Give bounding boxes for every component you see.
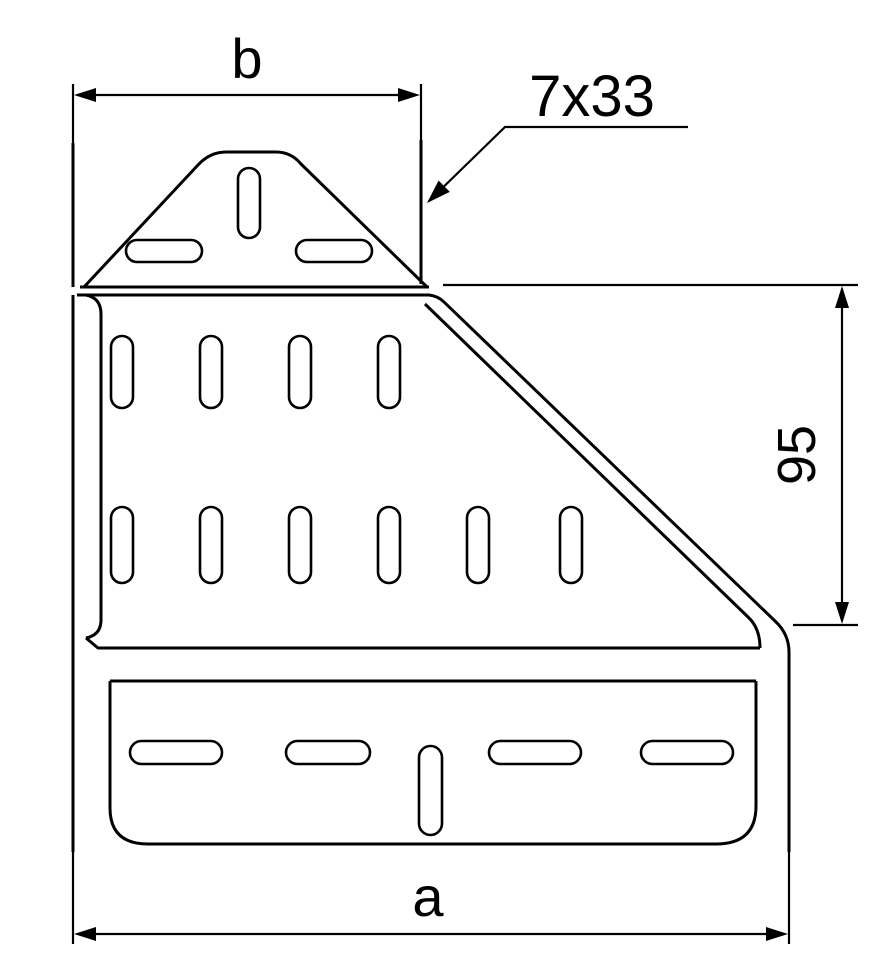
slot-body-row1-4 [376,334,402,410]
slot-body-row1-3 [287,334,313,410]
slot-top-flange-vertical [236,166,262,240]
arrowhead-a-right [766,927,788,941]
bottom-flange-inner-outline [108,681,758,846]
dimension-95-label: 95 [767,425,827,485]
arrowhead-a-left [74,927,96,941]
arrowhead-b-right [398,88,420,102]
slot-body-row1-2 [198,334,224,410]
slot-callout-label: 7x33 [529,64,655,129]
slot-body-row2-5 [465,505,491,585]
dimension-a-label: a [412,865,444,928]
top-flange-outline [82,150,429,289]
arrowhead-95-bottom [835,602,849,624]
slot-bottom-flange-vertical [417,744,444,837]
slot-body-row2-3 [287,505,313,585]
bottom-flange-top-edge [85,636,760,650]
diagonal-inner-edge [423,302,762,649]
left-fold-inner [85,293,103,640]
arrowhead-callout [427,180,450,203]
slot-top-flange-left [124,238,204,264]
slot-body-row1-1 [109,334,135,410]
slot-body-row2-6 [558,505,584,585]
diagonal-outer-edge [428,293,791,852]
dimension-b: b [71,27,423,143]
arrowhead-95-top [835,286,849,308]
slot-body-row2-1 [109,505,135,585]
callout-leader-line [428,125,688,202]
slot-bottom-flange-2 [284,739,372,766]
slot-callout: 7x33 [427,64,688,203]
dimension-b-label: b [231,27,262,90]
arrowhead-b-left [74,88,96,102]
slot-top-flange-right [294,238,374,264]
slot-body-row2-2 [198,505,224,585]
slot-bottom-flange-4 [639,739,735,766]
dimension-a: a [71,852,791,944]
dimension-95: 95 [443,283,858,627]
slot-bottom-flange-3 [487,739,583,766]
slot-bottom-flange-1 [128,739,224,766]
part-outline [71,140,791,852]
slots [109,166,735,837]
slot-body-row2-4 [376,505,402,585]
